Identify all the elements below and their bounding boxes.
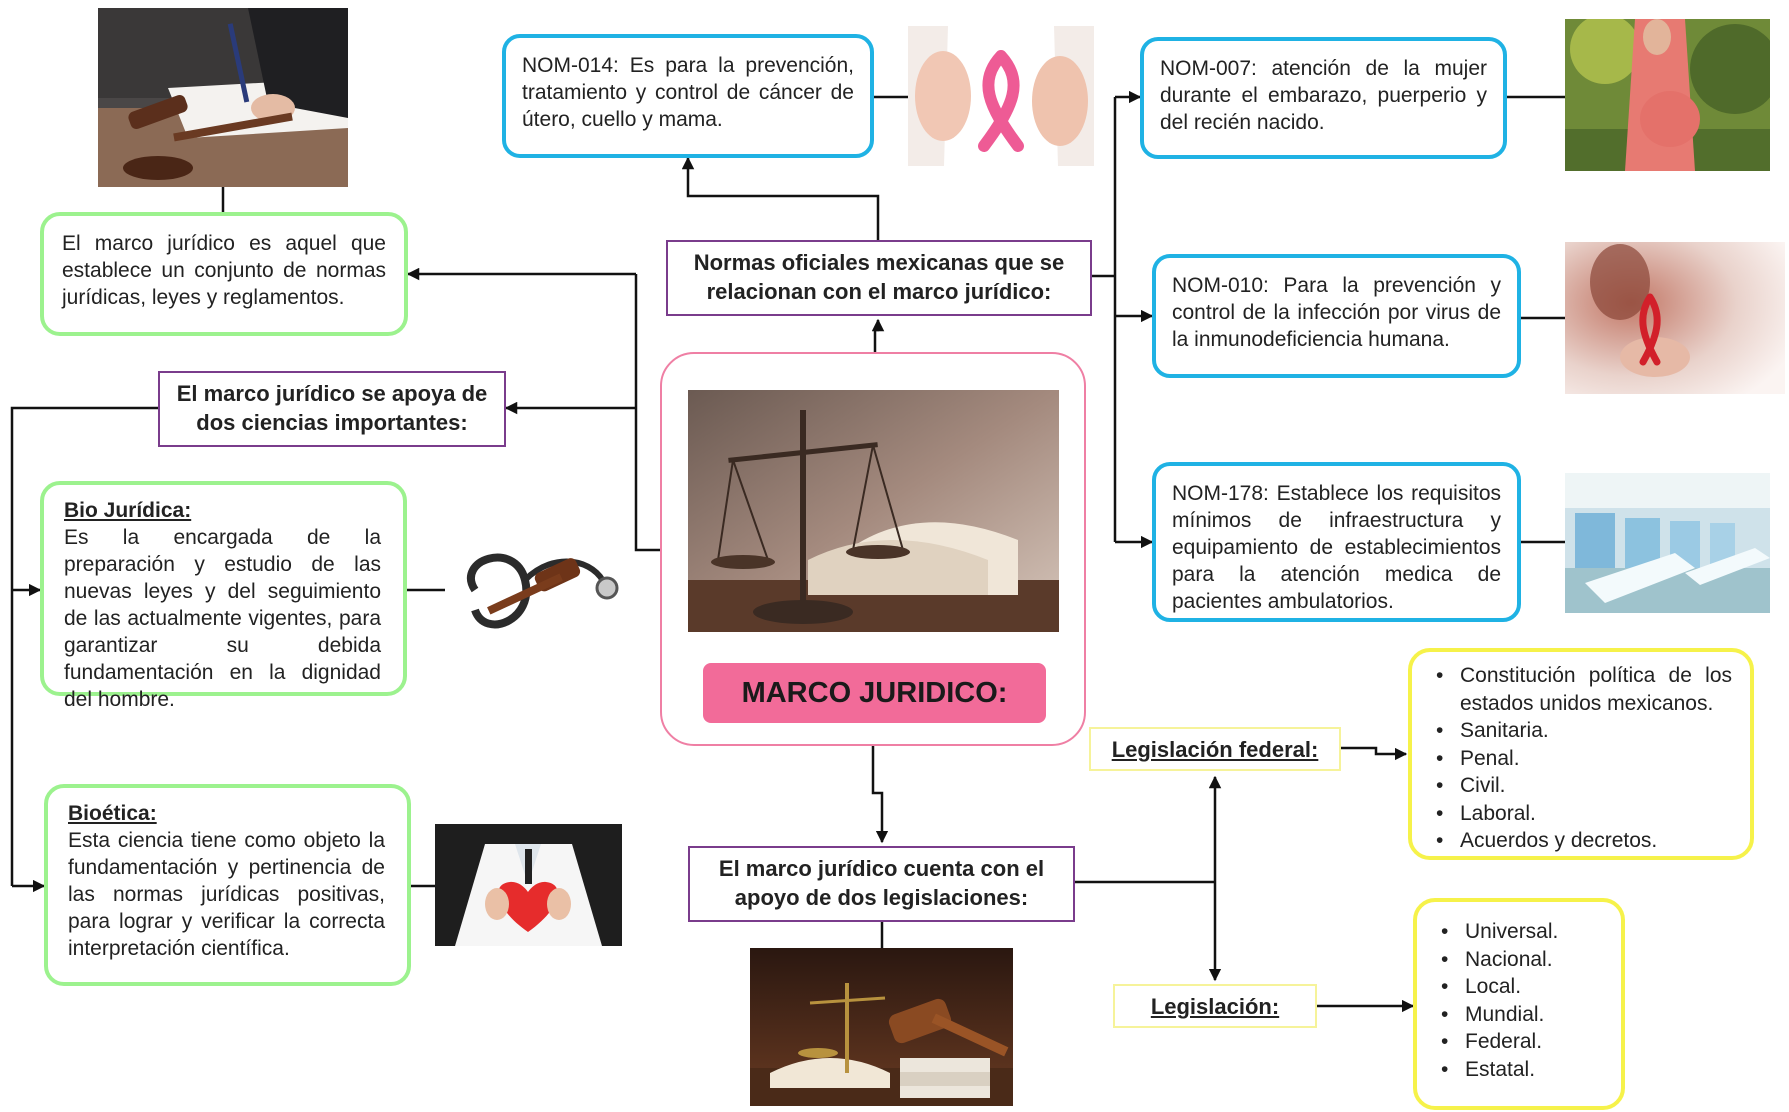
nom-178-box: NOM-178: Establece los requisitos mínimo… — [1152, 462, 1521, 622]
federal-list-item: Penal. — [1434, 745, 1732, 773]
legislacion-federal-label-text: Legislación federal: — [1111, 737, 1319, 762]
nom-010-box: NOM-010: Para la prevención y control de… — [1152, 254, 1521, 378]
definicion-box: El marco jurídico es aquel que establece… — [40, 212, 408, 336]
legislacion-list-item: Estatal. — [1439, 1056, 1607, 1084]
stethoscope-gavel-photo — [445, 530, 625, 655]
bioetica-text: Esta ciencia tiene como objeto la fundam… — [68, 829, 385, 960]
gavel-books-photo — [750, 948, 1013, 1106]
nom-014-box: NOM-014: Es para la prevención, tratamie… — [502, 34, 874, 158]
legislacion-federal-list: Constitución política de los estados uni… — [1408, 648, 1754, 860]
red-ribbon-photo — [1565, 242, 1785, 394]
bio-juridica-box: Bio Jurídica: Es la encargada de la prep… — [40, 481, 407, 711]
legislacion-label: Legislación: — [1113, 984, 1317, 1028]
federal-list-item: Constitución política de los estados uni… — [1434, 662, 1732, 717]
nom-007-box: NOM-007: atención de la mujer durante el… — [1140, 37, 1507, 159]
scales-of-justice-photo — [688, 390, 1059, 632]
main-title: MARCO JURIDICO: — [703, 663, 1046, 723]
doctor-heart-photo — [435, 824, 622, 946]
bio-juridica-text: Es la encargada de la preparación y estu… — [64, 526, 381, 711]
legislacion-list: Universal.Nacional.Local.Mundial.Federal… — [1413, 898, 1625, 1110]
federal-list-item: Sanitaria. — [1434, 717, 1732, 745]
gavel-writing-photo — [98, 8, 348, 187]
hospital-ward-photo — [1565, 473, 1770, 613]
federal-list-item: Acuerdos y decretos. — [1434, 827, 1732, 855]
legislacion-list-item: Universal. — [1439, 918, 1607, 946]
legislacion-list-item: Local. — [1439, 973, 1607, 1001]
pink-ribbon-photo — [908, 26, 1094, 166]
bio-juridica-title: Bio Jurídica: — [64, 499, 192, 522]
legislacion-list-item: Federal. — [1439, 1028, 1607, 1056]
legislacion-list-item: Nacional. — [1439, 946, 1607, 974]
federal-list-item: Civil. — [1434, 772, 1732, 800]
pregnant-woman-photo — [1565, 19, 1770, 171]
normas-node: Normas oficiales mexicanas que se relaci… — [666, 240, 1092, 316]
legislaciones-node: El marco jurídico cuenta con el apoyo de… — [688, 846, 1075, 922]
apoya-node: El marco jurídico se apoya de dos cienci… — [158, 371, 506, 447]
federal-list-item: Laboral. — [1434, 800, 1732, 828]
bioetica-title: Bioética: — [68, 802, 157, 825]
legislacion-list-item: Mundial. — [1439, 1001, 1607, 1029]
legislacion-federal-label: Legislación federal: — [1089, 727, 1341, 771]
legislacion-label-text: Legislación: — [1150, 994, 1280, 1019]
bioetica-box: Bioética: Esta ciencia tiene como objeto… — [44, 784, 411, 986]
